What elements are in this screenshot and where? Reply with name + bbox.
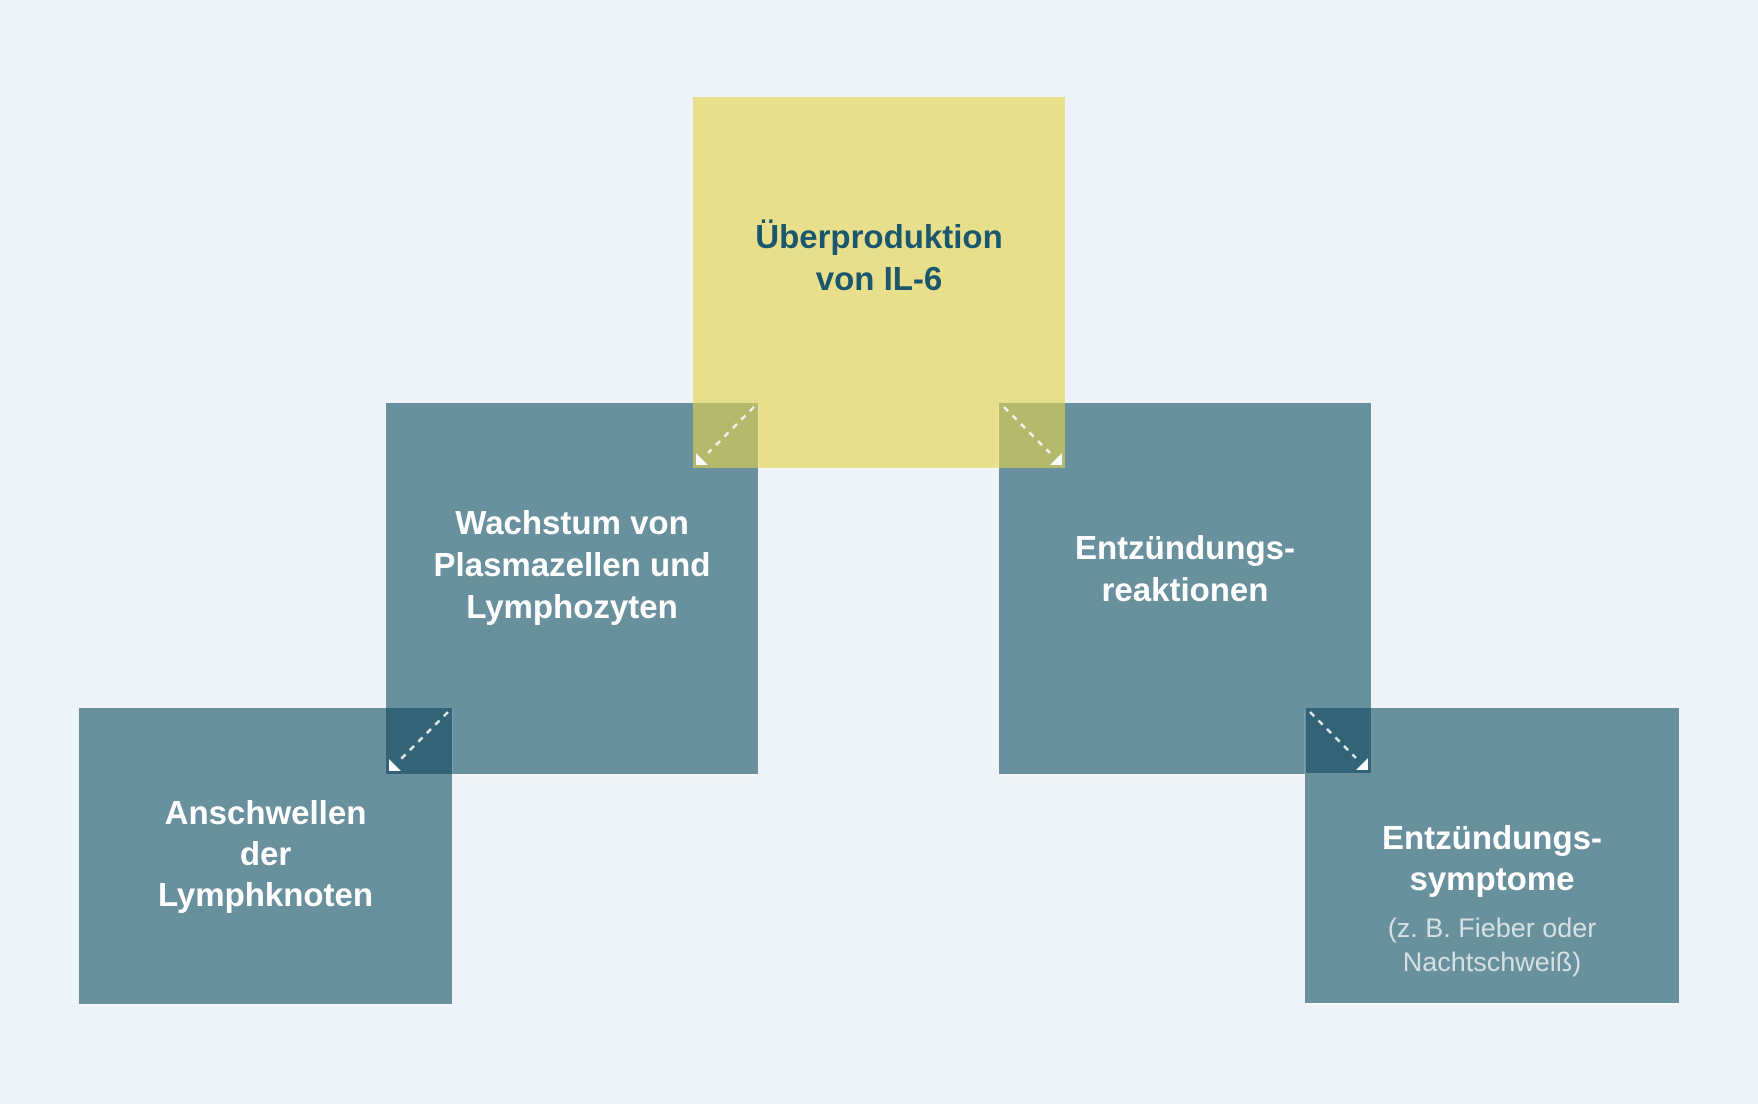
sublabel-line: Nachtschweiß) (1402, 946, 1582, 977)
label-line: Lymphozyten (466, 587, 678, 625)
overlap-inflammation-symptoms (1306, 708, 1371, 773)
overlap-root-inflammation (999, 403, 1065, 468)
node-inflammation-symptoms-sublabel: (z. B. Fieber oder Nachtschweiß) (1305, 911, 1679, 979)
overlap-root-growth (693, 403, 758, 468)
sublabel-line: (z. B. Fieber oder (1387, 912, 1597, 943)
label-line: Lymphknoten (157, 875, 374, 913)
node-plasma-cell-growth-label: Wachstum von Plasmazellen und Lymphozyte… (386, 502, 758, 628)
label-line: Wachstum von (455, 503, 689, 541)
label-line: reaktionen (1101, 570, 1269, 608)
node-inflammation-reactions-label: Entzündungs- reaktionen (999, 527, 1371, 611)
arrow-down-left-icon (389, 711, 449, 771)
arrow-down-right-icon (1003, 406, 1062, 465)
node-il6-overproduction-label: Überproduktion von IL-6 (693, 216, 1065, 300)
label-line: symptome (1409, 859, 1575, 897)
label-line: der (239, 834, 292, 872)
node-inflammation-symptoms-label: Entzündungs- symptome (z. B. Fieber oder… (1305, 817, 1679, 979)
overlap-growth-lymph (386, 708, 452, 774)
label-line: Plasmazellen und (433, 545, 711, 583)
label-line: Entzündungs- (1382, 818, 1602, 856)
label-line: Entzündungs- (1075, 528, 1295, 566)
node-lymph-node-swelling-label: Anschwellen der Lymphknoten (79, 792, 452, 915)
arrow-down-right-icon (1309, 711, 1368, 770)
arrow-down-left-icon (696, 406, 755, 465)
label-line: Anschwellen (164, 793, 367, 831)
label-line: von IL-6 (815, 259, 943, 297)
label-line: Überproduktion (755, 217, 1003, 255)
